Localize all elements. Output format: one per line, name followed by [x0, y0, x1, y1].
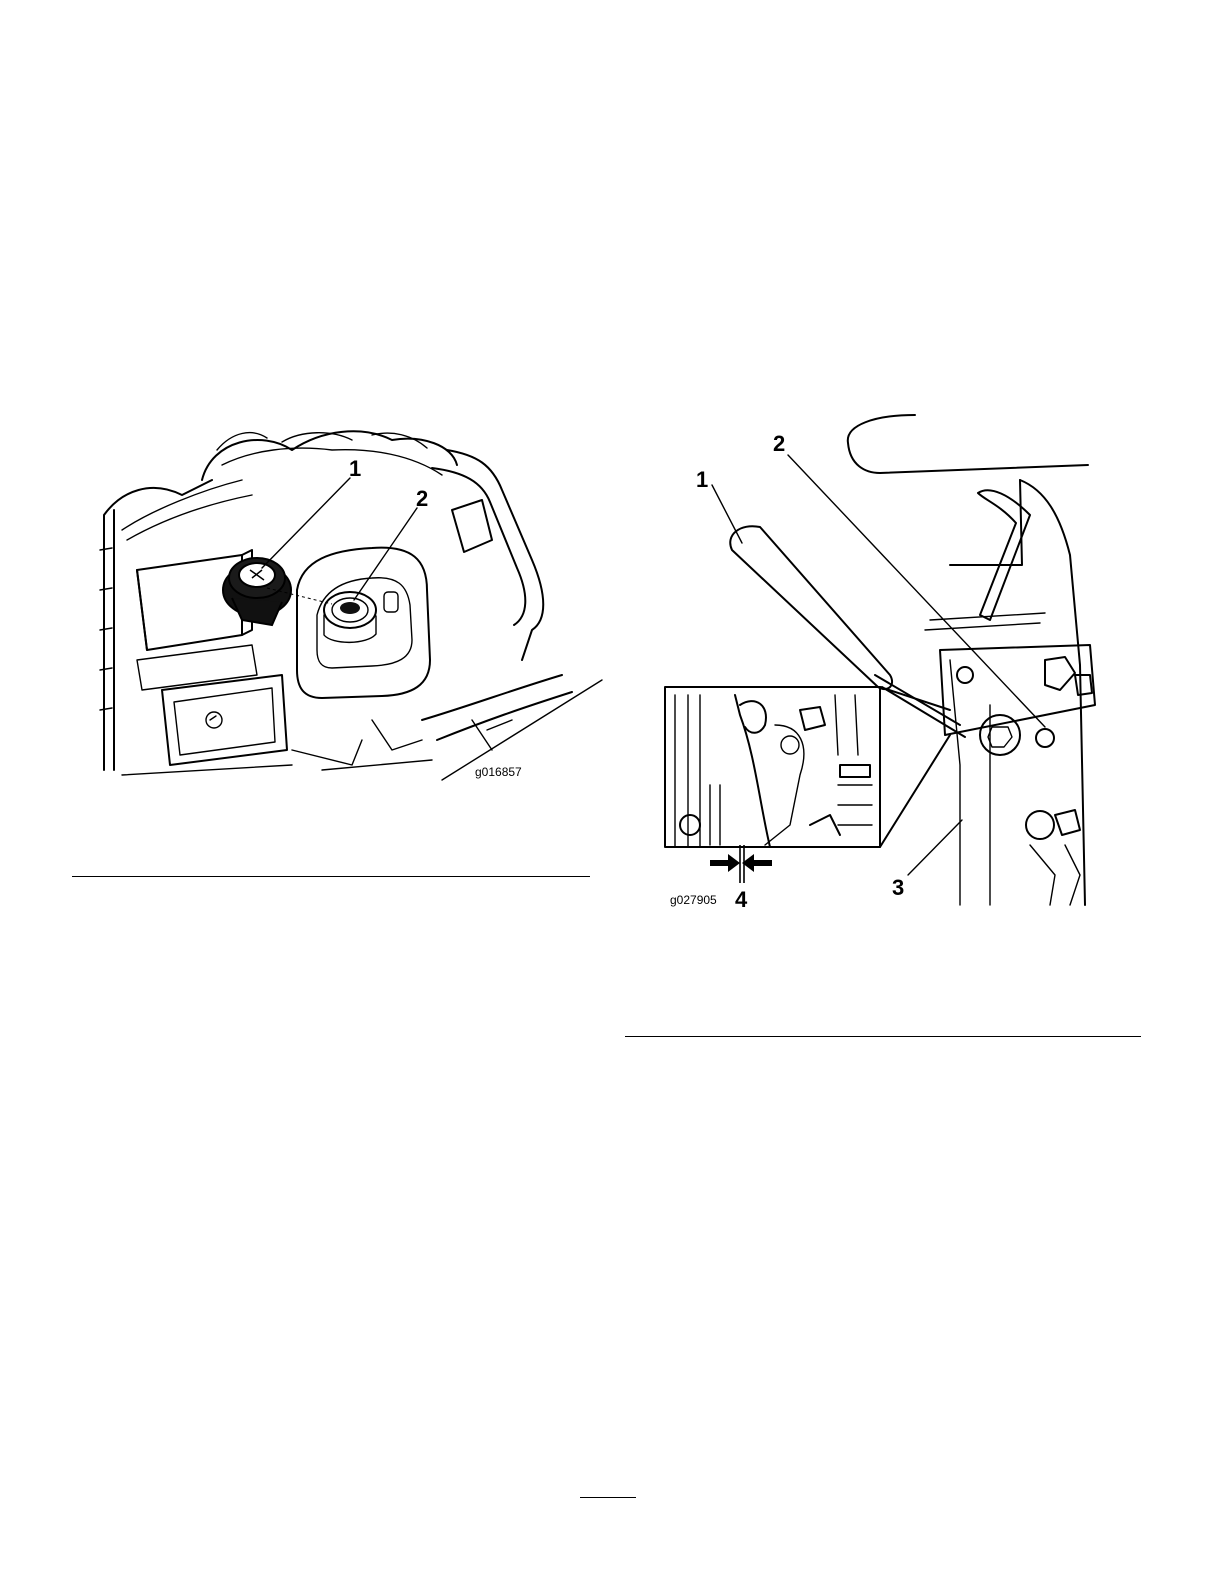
oil-fill-neck-icon	[324, 592, 398, 642]
oil-fill-illustration: 1 2 g016857	[92, 420, 602, 790]
lever-handle-icon	[730, 526, 965, 737]
figure-code: g027905	[670, 893, 717, 907]
lever-illustration: 1 2 3 4 g027905	[660, 405, 1110, 920]
callout-4: 4	[735, 887, 748, 912]
callout-1: 1	[696, 467, 708, 492]
section-divider	[72, 876, 590, 877]
callout-2: 2	[773, 431, 785, 456]
figure-code: g016857	[475, 765, 522, 779]
callout-2: 2	[416, 486, 428, 511]
section-divider	[625, 1036, 1141, 1037]
callout-1: 1	[349, 456, 361, 481]
callout-3: 3	[892, 875, 904, 900]
page-footer-rule	[580, 1497, 636, 1498]
gap-indicator	[710, 845, 772, 883]
figure-oil-fill: 1 2 g016857	[92, 420, 602, 790]
figure-lever-adjust: 1 2 3 4 g027905	[660, 405, 1110, 920]
detail-inset	[665, 687, 950, 847]
